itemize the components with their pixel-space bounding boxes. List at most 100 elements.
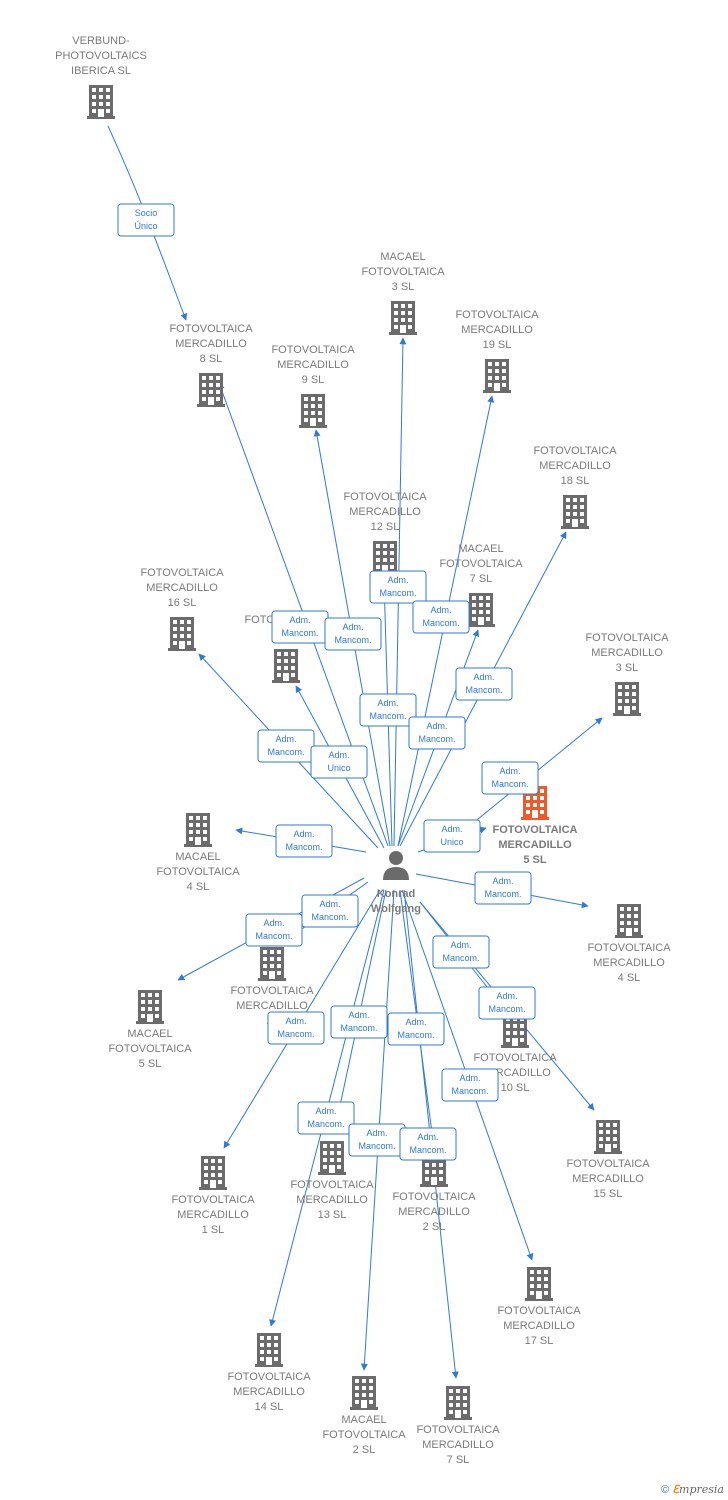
edge-label-text: Mancom. <box>281 628 318 638</box>
company-name-line: 2 SL <box>353 1444 376 1456</box>
edge-label[interactable]: Adm.Mancom. <box>359 693 417 727</box>
edge-label-box <box>441 1068 499 1102</box>
edge-label-text: Adm. <box>348 1010 369 1020</box>
edge-label[interactable]: Adm.Mancom. <box>301 894 359 928</box>
edge-label[interactable]: Adm.Mancom. <box>399 1127 457 1161</box>
edge-label-text: Mancom. <box>484 889 521 899</box>
edge-label-text: Unico <box>327 763 350 773</box>
edge-label[interactable]: Adm.Mancom. <box>478 986 536 1020</box>
building-icon <box>561 495 589 529</box>
edge-label[interactable]: Adm.Unico <box>423 819 481 853</box>
footer-brand[interactable]: © ℇmpresia <box>661 1483 724 1496</box>
company-name-line: 2 SL <box>423 1221 446 1233</box>
edge-label[interactable]: Adm.Mancom. <box>412 600 470 634</box>
company-name-line: FOTOVOLTAICA <box>343 491 427 503</box>
edge-label[interactable]: Adm.Mancom. <box>267 1011 325 1045</box>
edge-label-text: Mancom. <box>267 747 304 757</box>
edge-label-box <box>359 693 417 727</box>
edge-label-text: Adm. <box>342 622 363 632</box>
company-name-line: MACAEL <box>175 851 220 863</box>
edge-label-box <box>297 1101 355 1135</box>
edge-label[interactable]: Adm.Mancom. <box>481 761 539 795</box>
company-name-line: 10 SL <box>501 1082 530 1094</box>
company-name-line: MERCADILLO <box>539 460 611 472</box>
building-icon <box>389 301 417 335</box>
edge-label[interactable]: Adm.Mancom. <box>441 1068 499 1102</box>
company-name-line: FOTOVOLTAICA <box>322 1429 406 1441</box>
edge-label[interactable]: Adm.Mancom. <box>275 824 333 858</box>
edge-label[interactable]: Adm.Mancom. <box>257 729 315 763</box>
company-name-line: 7 SL <box>447 1454 470 1466</box>
company-name-line: MERCADILLO <box>175 338 247 350</box>
edge-label[interactable]: Adm.Mancom. <box>408 716 466 750</box>
edge-label[interactable]: Adm.Mancom. <box>432 935 490 969</box>
edge-label[interactable]: Adm.Mancom. <box>369 570 427 604</box>
edge-label[interactable]: Adm.Unico <box>310 745 368 779</box>
edge-label-text: Adm. <box>441 824 462 834</box>
company-name-line: FOTOVOLTAICA <box>169 323 253 335</box>
edge-label[interactable]: Adm. Mancom. <box>474 871 532 905</box>
company-name-line: MERCADILLO <box>398 1206 470 1218</box>
edge-label-text: Mancom. <box>307 1119 344 1129</box>
edge-label-text: Mancom. <box>285 842 322 852</box>
company-name-line: MACAEL <box>127 1028 172 1040</box>
edge-label-text: Mancom. <box>442 953 479 963</box>
building-icon <box>371 541 399 575</box>
edge-label-text: Adm. <box>285 1016 306 1026</box>
edge-label[interactable]: Adm.Mancom. <box>455 667 513 701</box>
company-name-line: FOTOVOLTAICA <box>497 1305 581 1317</box>
company-name-line: 12 SL <box>371 521 400 533</box>
edge-label[interactable]: Adm.Mancom. <box>297 1101 355 1135</box>
company-name-line: 19 SL <box>483 339 512 351</box>
edge-label-text: Adm. <box>473 672 494 682</box>
building-icon <box>444 1386 472 1420</box>
company-name-line: MERCADILLO <box>593 957 665 969</box>
company-name-line: 15 SL <box>594 1188 623 1200</box>
company-name-line: MERCADILLO <box>177 1209 249 1221</box>
company-name-line: MACAEL <box>458 543 503 555</box>
edge-label-text: Adm. <box>492 876 513 886</box>
building-icon <box>525 1267 553 1301</box>
edge-label-text: Mancom. <box>379 588 416 598</box>
edge-label[interactable]: Adm.Mancom. <box>271 610 329 644</box>
company-name-line: IBERICA SL <box>71 65 131 77</box>
edge-label-text: Adm. <box>405 1017 426 1027</box>
edge-label[interactable]: Adm.Mancom. <box>348 1123 406 1157</box>
edge-label[interactable]: Adm.Mancom. <box>330 1005 388 1039</box>
company-name-line: MERCADILLO <box>422 1439 494 1451</box>
company-name-line: 9 SL <box>302 374 325 386</box>
edge-label[interactable]: Adm.Mancom. <box>245 913 303 947</box>
company-name-line: FOTOVOLTAICA <box>493 824 578 836</box>
edge-label-box <box>481 761 539 795</box>
company-name-line: 5 SL <box>523 854 547 866</box>
edge-label[interactable]: Adm. Mancom. <box>324 617 382 651</box>
edge-label[interactable]: Adm.Mancom. <box>387 1012 445 1046</box>
edge-label-text: Mancom. <box>334 635 371 645</box>
building-icon <box>350 1376 378 1410</box>
